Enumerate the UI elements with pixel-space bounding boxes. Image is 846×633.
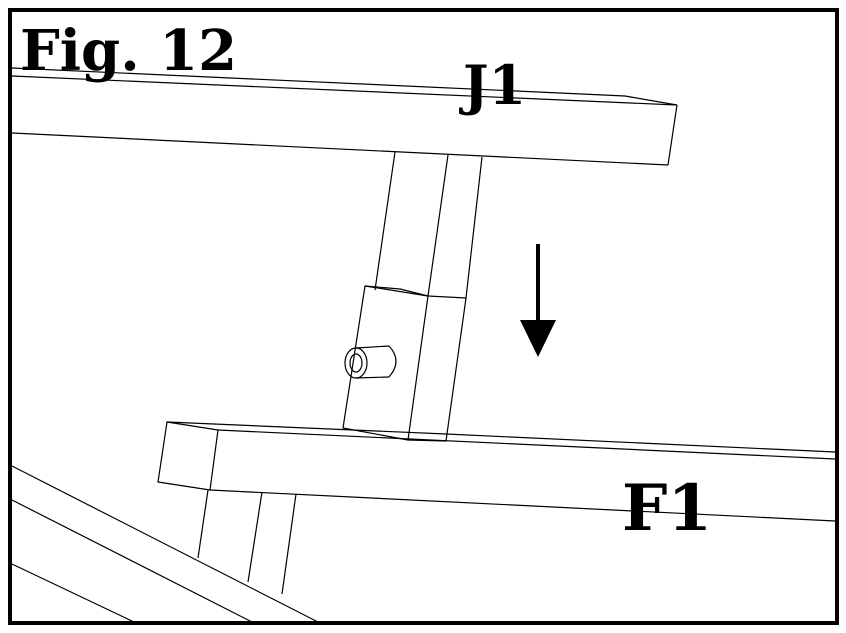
lower-beam-f1 [157, 421, 836, 522]
figure-border [8, 8, 839, 625]
figure-title: Fig. 12 [20, 18, 237, 84]
vertical-post [374, 151, 483, 299]
connector-bracket [342, 285, 467, 442]
lower-legs [197, 489, 297, 595]
part-label-j1: J1 [459, 53, 526, 117]
base-rails [11, 465, 319, 623]
bolt-icon [344, 345, 397, 379]
down-arrow-icon [520, 244, 556, 357]
upper-beam-j1 [11, 67, 678, 166]
part-label-f1: F1 [622, 471, 712, 546]
